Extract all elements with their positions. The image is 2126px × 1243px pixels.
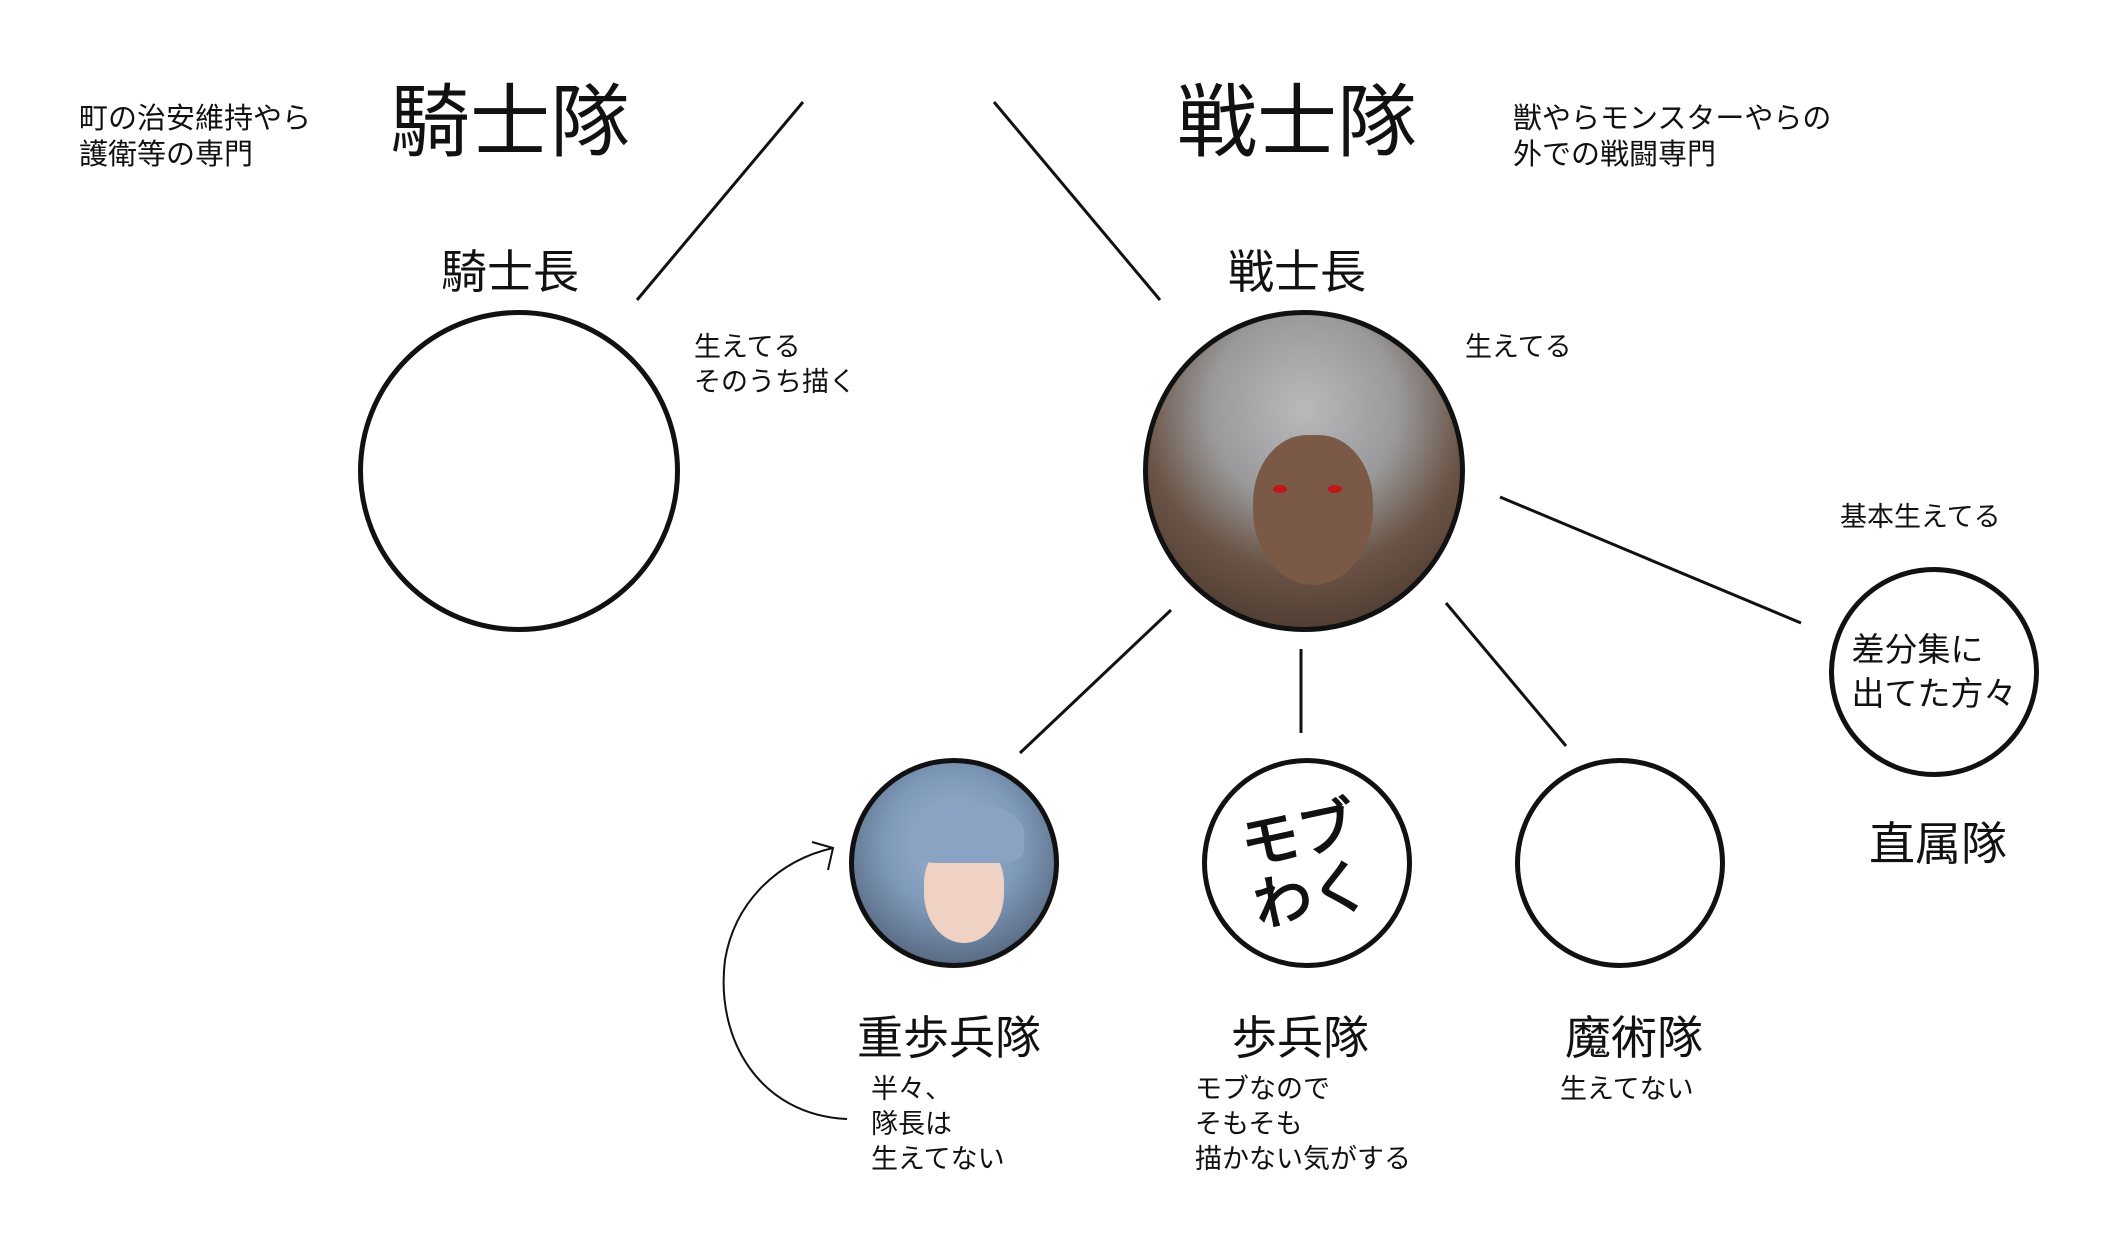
- knights-title: 騎士隊: [390, 76, 630, 169]
- arrow-head-icon: [811, 841, 835, 871]
- infantry-label: 歩兵隊: [1231, 1011, 1369, 1065]
- infantry-note: モブなので そもそも 描かない気がする: [1195, 1074, 1411, 1175]
- curved-arrow: [722, 847, 848, 1120]
- warrior-leader-label: 戦士長: [1228, 245, 1366, 299]
- knight-leader-note: 生えてる そのうち描く: [694, 332, 856, 398]
- heavy-infantry-label: 重歩兵隊: [857, 1011, 1041, 1065]
- warrior-leader-portrait: [1143, 310, 1465, 632]
- connector-direct: [1499, 495, 1802, 625]
- knight-leader-portrait-empty: [358, 310, 680, 632]
- magic-unit-label: 魔術隊: [1565, 1011, 1703, 1065]
- direct-unit-circle-text: 差分集に 出てた方々: [1851, 630, 2017, 713]
- heavy-infantry-note: 半々、 隊長は 生えてない: [871, 1074, 1005, 1175]
- magic-unit-circle: [1515, 758, 1725, 968]
- connector-warriors: [992, 101, 1162, 301]
- direct-unit-note: 基本生えてる: [1840, 502, 2001, 533]
- direct-unit-circle: 差分集に 出てた方々: [1829, 567, 2039, 777]
- infantry-circle: モブ わく: [1202, 758, 1412, 968]
- warriors-title: 戦士隊: [1177, 76, 1417, 169]
- hair-shape: [914, 803, 1024, 863]
- direct-unit-label: 直属隊: [1869, 817, 2007, 871]
- knights-description: 町の治安維持やら 護衛等の専門: [79, 101, 312, 171]
- eye-right: [1328, 485, 1342, 493]
- heavy-infantry-portrait: [849, 758, 1059, 968]
- eye-left: [1273, 485, 1287, 493]
- connector-magic: [1444, 602, 1568, 747]
- magic-unit-note: 生えてない: [1560, 1074, 1694, 1105]
- connector-heavy-infantry: [1018, 608, 1173, 755]
- infantry-circle-text: モブ わく: [1234, 789, 1376, 941]
- face-shape: [1253, 435, 1373, 585]
- knight-leader-label: 騎士長: [441, 245, 579, 299]
- warrior-leader-note: 生えてる: [1465, 332, 1572, 363]
- connector-knights: [635, 101, 805, 301]
- warriors-description: 獣やらモンスターやらの 外での戦闘専門: [1513, 101, 1832, 171]
